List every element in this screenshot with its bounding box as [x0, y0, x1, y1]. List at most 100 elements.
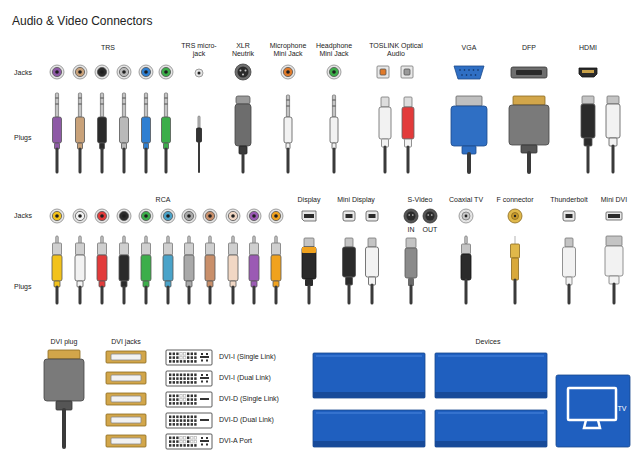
hdmi-pins [582, 70, 594, 73]
group-title: Coaxial TV [449, 196, 483, 204]
jack-socket [182, 209, 196, 223]
dvi-blade [200, 440, 209, 442]
thunderbolt-shell [565, 238, 573, 247]
jack-ring [52, 67, 61, 76]
dvi-pin [169, 374, 171, 377]
dfp-port [516, 70, 542, 75]
rca-sleeve [185, 243, 194, 255]
tip-band [122, 104, 125, 105]
minidvi-jack [606, 212, 622, 220]
row-title: Jacks [14, 69, 32, 77]
dfp-jack [511, 67, 547, 78]
dvi-pin [194, 402, 196, 405]
cable [275, 287, 278, 303]
jack-hole [198, 72, 201, 75]
dvi-pin [180, 437, 182, 440]
displayport-slot [304, 214, 314, 218]
tip-band [332, 100, 335, 101]
jack-hole [252, 214, 256, 218]
dvi-pin [173, 360, 175, 363]
cable [465, 280, 468, 303]
dvi-pin [191, 444, 193, 447]
dvi-pin [180, 395, 182, 398]
dvi-jack-port [111, 438, 141, 444]
dvi-pin [187, 377, 189, 380]
tip-band [286, 100, 289, 101]
vga-body [451, 106, 487, 146]
dvi-pin [180, 353, 182, 356]
svideo-pin [427, 214, 429, 216]
group-title: Headphone Mini Jack [312, 42, 356, 58]
dvi-pin [169, 398, 171, 401]
vga-pin [468, 69, 470, 71]
displayport-jack [302, 211, 316, 221]
dvi-pin [187, 360, 189, 363]
jack-socket [73, 209, 87, 223]
minidisplay-body [343, 247, 356, 277]
group-title: Thunderbolt [550, 196, 587, 204]
jack-hole [286, 70, 290, 74]
dvi-pin [183, 353, 185, 356]
f-hole [514, 215, 516, 217]
jack-socket [139, 65, 153, 79]
group-title: Display [298, 196, 321, 204]
displayport-body [302, 247, 316, 279]
dvi-pin [180, 374, 182, 377]
dvi-pin [187, 419, 189, 422]
device-edge [438, 413, 544, 414]
minidvi-slot [608, 214, 620, 218]
svideo-shell [406, 238, 416, 248]
jack-hole [144, 70, 148, 74]
vga-pin [461, 74, 463, 76]
dvi-jack [106, 435, 146, 447]
dvi-pin [191, 419, 193, 422]
dvi-pin [180, 356, 182, 359]
dvi-pin [183, 395, 185, 398]
plug-tip [100, 93, 103, 117]
jack-socket [203, 209, 217, 223]
group-title: Mini Display [337, 196, 375, 204]
dvi-pin [180, 419, 182, 422]
jack-ring [205, 211, 214, 220]
minidisplay-shell [368, 238, 376, 247]
cable [253, 287, 256, 303]
dvi-pin [173, 440, 175, 443]
dvi-pin [173, 437, 175, 440]
toslink-tip [404, 97, 412, 107]
port-name: DVI-I (Dual Link) [219, 374, 271, 382]
rca-sleeve [164, 243, 173, 255]
rca-body [163, 255, 173, 281]
coax-hole [465, 215, 468, 218]
toslink-tip [381, 97, 389, 107]
dvi-analog-pin [201, 437, 203, 439]
dvi-pin [173, 356, 175, 359]
jack-hole [144, 214, 148, 218]
dvi-pin [187, 356, 189, 359]
dvi-pin [176, 444, 178, 447]
port-label: IN [408, 226, 415, 234]
row-title: Plugs [14, 283, 32, 291]
cable [101, 287, 104, 303]
dvi-pin [180, 377, 182, 380]
dvi-analog-pin [206, 381, 208, 383]
dvi-pin [187, 444, 189, 447]
cable [613, 284, 616, 303]
plug-body [162, 117, 171, 143]
dvi-pin [183, 360, 185, 363]
dvi-pin [176, 423, 178, 426]
row-title: Jacks [14, 212, 32, 220]
dvi-pin [180, 360, 182, 363]
jack-socket [226, 209, 240, 223]
dvi-port [166, 371, 212, 386]
xlr-pin [245, 70, 247, 72]
dvi-pin [176, 356, 178, 359]
jack-hole [78, 70, 82, 74]
vga-shell [456, 96, 482, 106]
dvi-pin [187, 437, 189, 440]
dvi-pin [187, 402, 189, 405]
dvi-analog-pin [201, 444, 203, 446]
jack-socket [269, 209, 283, 223]
dvi-pin [183, 356, 185, 359]
minidisplay-slot [369, 214, 376, 218]
